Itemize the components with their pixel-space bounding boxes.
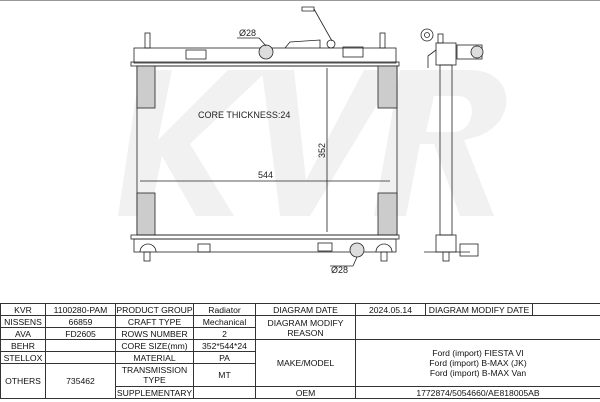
- kvr-value: 1100280-PAM: [45, 303, 116, 316]
- spec-table: KVR 1100280-PAM PRODUCT GROUP Radiator D…: [0, 303, 600, 399]
- diagram-modify-date-label: DIAGRAM MODIFY DATE: [425, 303, 533, 316]
- stellox-value: [45, 351, 116, 364]
- supplementary-value: [193, 386, 256, 399]
- make-model-label: MAKE/MODEL: [255, 339, 356, 387]
- behr-value: [45, 339, 116, 352]
- kvr-watermark: [118, 70, 507, 216]
- core-thickness-label: CORE THICKNESS:24: [198, 110, 290, 120]
- oem-label: OEM: [255, 386, 356, 399]
- others-label: OTHERS: [0, 363, 46, 399]
- transmission-value: MT: [193, 363, 256, 387]
- core-size-label: CORE SIZE(mm): [115, 339, 194, 352]
- diagram-date-value: 2024.05.14: [355, 303, 426, 316]
- material-label: MATERIAL: [115, 351, 194, 364]
- diagram-date-label: DIAGRAM DATE: [255, 303, 356, 316]
- inlet-diameter-label: Ø28: [239, 28, 256, 38]
- others-value: 735462: [45, 363, 116, 399]
- width-dimension: 544: [258, 170, 273, 180]
- make-model-2: Ford (import) B-MAX (JK): [429, 358, 527, 368]
- behr-label: BEHR: [0, 339, 46, 352]
- rows-number-value: 2: [193, 327, 256, 340]
- make-model-1: Ford (import) FIESTA VI: [432, 348, 524, 358]
- watermark-letter-k: [118, 70, 268, 216]
- outlet-diameter-label: Ø28: [331, 265, 348, 275]
- nissens-value: 66859: [45, 315, 116, 328]
- oem-value: 1772874/5054660/AE818005AB: [355, 386, 600, 399]
- modify-reason-label: DIAGRAM MODIFY REASON: [255, 315, 356, 340]
- watermark-letter-v: [262, 70, 398, 216]
- ava-label: AVA: [0, 327, 46, 340]
- stellox-label: STELLOX: [0, 351, 46, 364]
- craft-type-label: CRAFT TYPE: [115, 315, 194, 328]
- transmission-label: TRANSMISSION TYPE: [115, 363, 194, 387]
- diagram-modify-date-value: [532, 303, 600, 316]
- kvr-label: KVR: [0, 303, 46, 316]
- radiator-front-view: [130, 6, 400, 267]
- height-dimension: 352: [317, 143, 327, 158]
- product-group-label: PRODUCT GROUP: [115, 303, 194, 316]
- core-size-value: 352*544*24: [193, 339, 256, 352]
- craft-type-value: Mechanical: [193, 315, 256, 328]
- radiator-diagram: CORE THICKNESS:24 352 544 Ø28 Ø28: [0, 0, 600, 275]
- material-value: PA: [193, 351, 256, 364]
- ava-value: FD2605: [45, 327, 116, 340]
- make-model-3: Ford (import) B-MAX Van: [429, 368, 527, 378]
- product-group-value: Radiator: [193, 303, 256, 316]
- supplementary-label: SUPPLEMENTARY: [115, 386, 194, 399]
- make-model-values: Ford (import) FIESTA VI Ford (import) B-…: [355, 339, 600, 387]
- rows-number-label: ROWS NUMBER: [115, 327, 194, 340]
- radiator-side-view: [420, 28, 484, 262]
- modify-reason-value: [355, 315, 600, 340]
- nissens-label: NISSENS: [0, 315, 46, 328]
